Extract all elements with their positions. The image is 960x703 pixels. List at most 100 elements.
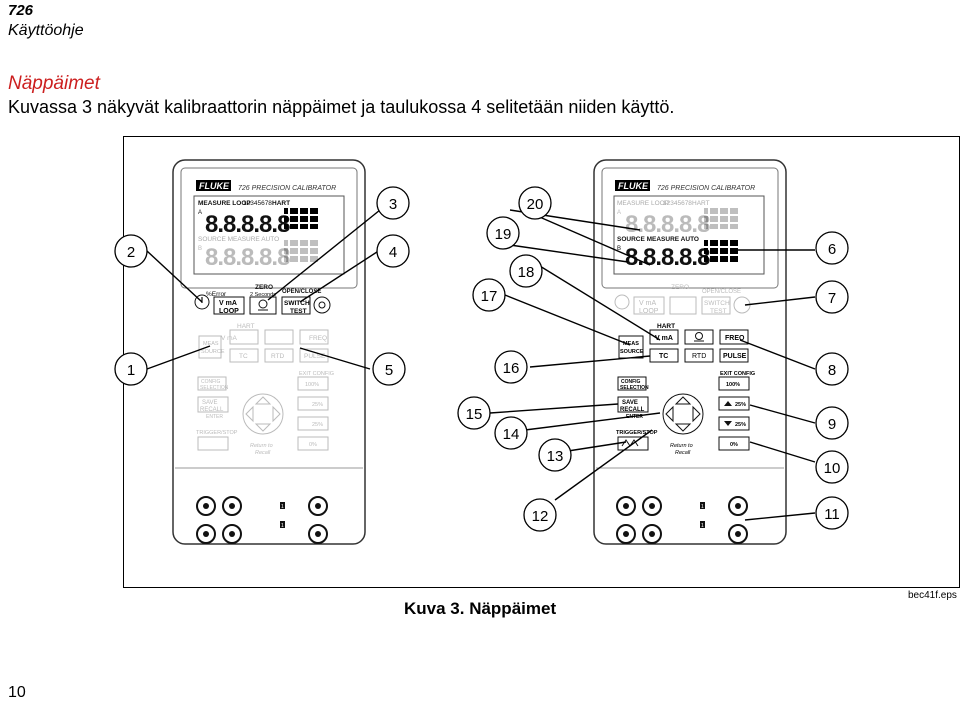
svg-text:ENTER: ENTER <box>206 414 223 420</box>
svg-text:4: 4 <box>389 244 397 261</box>
left-input-jacks: 1 1 <box>196 496 328 544</box>
left-switch-line1: SWITCH <box>284 300 310 307</box>
right-trigger-stop-label: TRIGGER/STOP <box>616 430 658 436</box>
header-model: 726 <box>8 2 34 19</box>
callout-2: 2 <box>114 234 148 268</box>
svg-text:100%: 100% <box>305 382 319 388</box>
callout-20: 20 <box>518 186 552 220</box>
left-lcd-bargraph-bottom <box>284 240 320 262</box>
left-lcd-letter-a: A <box>198 210 202 216</box>
left-openclose-label: OPEN/CLOSE <box>282 289 321 295</box>
left-lcd-hart: HART <box>272 200 290 207</box>
svg-text:1: 1 <box>701 523 704 529</box>
svg-text:Return to: Return to <box>250 443 273 449</box>
svg-text:FREQ: FREQ <box>309 335 327 342</box>
svg-text:RTD: RTD <box>271 353 285 360</box>
right-lcd-bargraph-bottom <box>704 240 740 262</box>
right-tc-key[interactable] <box>649 348 679 363</box>
svg-text:25%: 25% <box>735 402 746 408</box>
svg-text:1: 1 <box>701 504 704 510</box>
svg-text:1: 1 <box>281 504 284 510</box>
right-100-key[interactable] <box>718 376 750 391</box>
svg-text:19: 19 <box>495 226 512 243</box>
callout-11: 11 <box>815 496 849 530</box>
left-lcd-measure: MEASURE LOOP <box>198 200 251 207</box>
svg-text:TC: TC <box>239 353 248 360</box>
right-pulse-key[interactable] <box>719 348 749 363</box>
svg-text:0%: 0% <box>730 442 738 448</box>
right-arrow-down-icon[interactable] <box>674 423 692 432</box>
svg-text:V mA: V mA <box>221 335 238 342</box>
svg-text:RECALL: RECALL <box>620 407 645 413</box>
left-switch-test-key[interactable] <box>281 296 311 315</box>
svg-text:25%: 25% <box>312 402 323 408</box>
right-arrow-right-icon[interactable] <box>692 405 701 423</box>
right-25-down-key[interactable] <box>718 416 750 431</box>
right-lcd-bargraph-top <box>704 207 740 229</box>
svg-text:MEAS: MEAS <box>203 341 219 347</box>
right-lcd-channels: 12345678 <box>663 200 692 207</box>
callout-16: 16 <box>494 350 528 384</box>
callout-17: 17 <box>472 278 506 312</box>
svg-text:5: 5 <box>385 362 393 379</box>
right-grey-top-row: ZERO OPEN/CLOSE V mA LOOP SWITCH TEST <box>614 284 751 315</box>
right-hart-label: HART <box>657 323 675 330</box>
right-0-key[interactable] <box>718 436 750 451</box>
svg-text:17: 17 <box>481 288 498 305</box>
right-exit-config-label: EXIT CONFIG <box>720 371 755 377</box>
svg-text:CONFIG: CONFIG <box>201 379 221 385</box>
callout-5: 5 <box>372 352 406 386</box>
svg-text:RECALL: RECALL <box>200 407 224 413</box>
left-error-label: %Error <box>206 291 227 298</box>
right-arrow-left-icon[interactable] <box>665 405 674 423</box>
right-vma-key[interactable] <box>649 329 679 345</box>
right-lcd-digits-main: 8.8.8.8.8 <box>625 244 710 271</box>
left-lcd-channels: 12345678 <box>243 200 272 207</box>
callout-13: 13 <box>538 438 572 472</box>
header-subtitle: Käyttöohje <box>8 22 84 39</box>
svg-text:2: 2 <box>127 244 135 261</box>
left-2sec-label: 2 Seconds <box>250 292 276 298</box>
right-config-key[interactable] <box>617 376 647 391</box>
left-sun-icon <box>318 301 326 309</box>
right-arrow-up-icon[interactable] <box>674 396 692 405</box>
right-lcd-source: SOURCE MEASURE AUTO <box>617 236 699 243</box>
svg-text:6: 6 <box>828 241 836 258</box>
left-lcd-bargraph-top <box>284 207 320 229</box>
section-title: Näppäimet <box>8 73 100 94</box>
right-lcd-measure: MEASURE LOOP <box>617 200 669 207</box>
svg-text:CONFIG: CONFIG <box>621 379 641 385</box>
svg-text:TEST: TEST <box>710 308 727 315</box>
svg-text:ENTER: ENTER <box>626 414 643 420</box>
right-arrow-pad[interactable] <box>662 393 704 435</box>
callout-8: 8 <box>815 352 849 386</box>
svg-text:11: 11 <box>824 506 840 523</box>
svg-text:Recall: Recall <box>675 450 691 456</box>
svg-text:MEAS: MEAS <box>623 341 639 347</box>
right-rtd-key[interactable] <box>684 348 714 363</box>
right-25-up-key[interactable] <box>718 396 750 411</box>
file-tag: bec41f.eps <box>908 590 957 601</box>
svg-text:15: 15 <box>466 406 483 423</box>
svg-text:PULSE: PULSE <box>723 353 747 360</box>
svg-text:7: 7 <box>828 290 836 307</box>
svg-text:EXIT CONFIG: EXIT CONFIG <box>299 371 334 377</box>
svg-text:12: 12 <box>532 508 549 525</box>
callout-12: 12 <box>523 498 557 532</box>
right-ohm-key[interactable] <box>684 329 714 345</box>
calibrator-right: FLUKE 726 PRECISION CALIBRATOR MEASURE L… <box>593 159 787 545</box>
left-vma-loop-key[interactable] <box>213 296 245 315</box>
left-zero-key[interactable] <box>249 296 277 315</box>
left-zero-label: ZERO <box>255 284 273 291</box>
right-brand: FLUKE <box>618 181 649 191</box>
right-model-label: 726 PRECISION CALIBRATOR <box>657 185 755 192</box>
right-lcd-hart: HART <box>692 200 710 207</box>
left-backlight-key[interactable] <box>313 296 331 314</box>
svg-text:18: 18 <box>518 264 535 281</box>
left-model-label: 726 PRECISION CALIBRATOR <box>238 185 336 192</box>
section-text: Kuvassa 3 näkyvät kalibraattorin näppäim… <box>8 97 675 117</box>
page-number: 10 <box>8 684 26 701</box>
svg-text:FREQ: FREQ <box>725 335 745 342</box>
svg-text:OPEN/CLOSE: OPEN/CLOSE <box>702 289 741 295</box>
left-vma-line2: LOOP <box>219 308 239 315</box>
